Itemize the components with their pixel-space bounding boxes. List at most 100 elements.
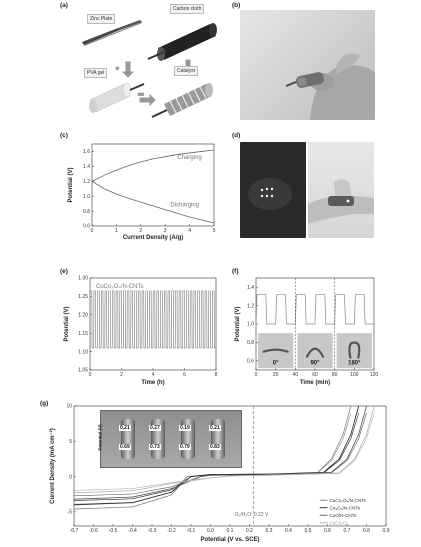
y-tick-label: 0.8 — [83, 209, 90, 215]
y-tick-label: 1.20 — [78, 313, 88, 319]
reference-potential-label: O₂/H₂O: 0.22 V — [234, 512, 269, 518]
bend-angle-label: 90° — [310, 360, 320, 366]
x-tick-label: 0.5 — [305, 528, 312, 534]
x-tick-label: 0.0 — [207, 528, 214, 534]
y-tick-label: 1.2 — [83, 179, 90, 185]
charging-annotation: Charging — [177, 155, 201, 161]
x-tick-label: 4 — [188, 228, 191, 234]
x-tick-label: 4 — [152, 372, 155, 378]
x-tick-label: 20 — [273, 372, 279, 378]
bent-battery — [305, 347, 325, 358]
catalyst-label: Catalyst — [174, 66, 199, 76]
catalyst-wrapped-roll — [151, 83, 213, 118]
y-tick-label: 1.15 — [78, 331, 88, 337]
bent-battery — [262, 348, 289, 353]
x-tick-label: 6 — [183, 372, 186, 378]
bend-angle-label: 0° — [273, 360, 279, 366]
y-axis-label: Potential (V) — [64, 306, 70, 341]
x-tick-label: 0 — [89, 372, 92, 378]
x-tick-label: 2 — [120, 372, 123, 378]
y-tick-label: 1.2 — [247, 303, 254, 309]
y-axis-label: Potential (V) — [235, 306, 241, 341]
x-tick-label: 0 — [91, 228, 94, 234]
bend-photo — [336, 333, 372, 369]
panel-c-label: (c) — [60, 132, 68, 139]
x-tick-label: 1 — [115, 228, 118, 234]
cycling-curve — [89, 290, 216, 349]
zinc-plate-label: Zinc Plate — [87, 14, 116, 24]
discharging-curve — [91, 180, 215, 224]
polarization-curve-return — [73, 412, 367, 497]
panel-e-label: (e) — [60, 268, 68, 275]
inset-bottom-value: 0.73 — [149, 444, 161, 450]
legend-label: CuCo₂O₄/N-CNTs — [96, 284, 143, 290]
x-tick-label: -0.5 — [109, 528, 118, 534]
panel-a: (a) — [60, 0, 225, 125]
panel-d: (d) — [232, 130, 377, 245]
x-tick-label: 0.1 — [227, 528, 234, 534]
y-axis-label: Current Density (mA cm⁻²) — [49, 428, 56, 504]
x-axis-label: Current Density (A/g) — [123, 235, 183, 241]
x-tick-label: -0.3 — [148, 528, 157, 534]
charging-curve — [91, 149, 215, 182]
x-tick-label: 80 — [332, 372, 338, 378]
pva-gel-cylinder — [89, 82, 145, 113]
inset-bottom-value: 0.83 — [209, 444, 221, 450]
x-tick-label: -0.6 — [89, 528, 98, 534]
y-tick-label: 1.25 — [78, 294, 88, 300]
y-tick-label: 0 — [69, 474, 72, 480]
x-tick-label: -0.4 — [128, 528, 137, 534]
y-tick-label: 1.05 — [78, 368, 88, 374]
inset-bottom-value: 0.79 — [179, 444, 191, 450]
bend-angle-label: 180° — [348, 360, 361, 366]
x-tick-label: 120 — [370, 372, 379, 378]
y-tick-label: 1.0 — [83, 194, 90, 200]
y-tick-label: 0.8 — [247, 340, 254, 346]
x-tick-label: 0.7 — [344, 528, 351, 534]
legend-label: CuCo₂O₄ — [329, 521, 348, 526]
bent-battery — [348, 341, 361, 359]
inset-top-value: 0.21 — [119, 425, 131, 431]
discharging-annotation: Disharging — [170, 203, 199, 209]
y-tick-label: 1.4 — [83, 164, 90, 170]
wrist-band-illustration — [308, 179, 374, 224]
x-tick-label: 0.3 — [266, 528, 273, 534]
y-tick-label: 1.10 — [78, 349, 88, 355]
polarization-curve-return — [73, 412, 375, 491]
bending-voltage-curve — [255, 294, 374, 325]
x-tick-label: -0.7 — [70, 528, 79, 534]
y-tick-label: 1.0 — [247, 322, 254, 328]
legend-label: Co₃O₄/N-CNTs — [329, 506, 360, 511]
plot-frame — [91, 143, 215, 227]
x-tick-label: 2 — [139, 228, 142, 234]
y-tick-label: 1.4 — [247, 285, 254, 291]
y-tick-label: 1.30 — [78, 276, 88, 282]
x-axis-label: Potential (V vs. SCE) — [200, 537, 259, 543]
carbon-cloth-roll — [147, 23, 217, 61]
wrist-battery-photo — [308, 142, 374, 238]
pva-gel-label: PVA gel — [84, 68, 108, 78]
x-tick-label: 100 — [350, 372, 359, 378]
y-tick-label: 10 — [66, 404, 72, 410]
panel-a-label: (a) — [60, 2, 68, 9]
zinc-plate-illustration — [82, 20, 142, 46]
x-axis-label: Time (min) — [300, 380, 330, 386]
led-dots — [260, 187, 274, 198]
led-array-illustration — [248, 178, 292, 210]
y-axis-label: Potential (V) — [68, 167, 74, 202]
led-dark-photo — [240, 142, 306, 238]
panel-b-label: (b) — [232, 2, 241, 9]
panel-d-label: (d) — [232, 132, 241, 139]
x-tick-label: 0.2 — [246, 528, 253, 534]
x-tick-label: 3 — [164, 228, 167, 234]
panel-g-label: (g) — [40, 400, 49, 407]
